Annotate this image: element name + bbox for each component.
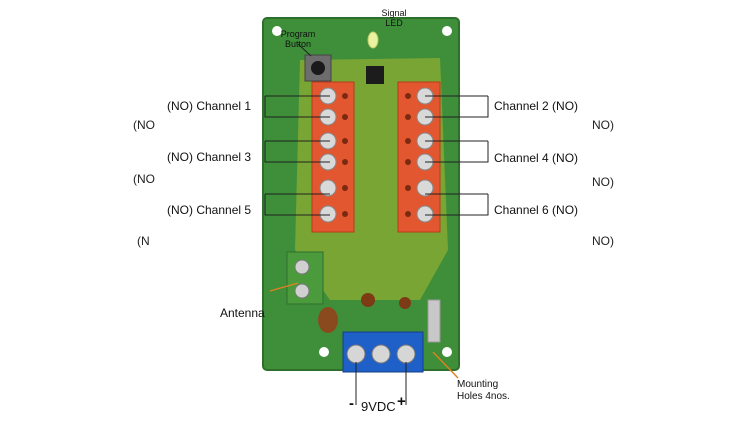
signal-led-icon bbox=[367, 31, 379, 49]
program-label-line-1: Program bbox=[280, 29, 316, 39]
ghost-label-right-2: NO) bbox=[592, 175, 614, 189]
mounting-hole-icon bbox=[442, 26, 452, 36]
inductor-coil-icon bbox=[318, 307, 338, 333]
channel-5-label: (NO) Channel 5 bbox=[167, 203, 252, 217]
signal-led-label: Signal LED bbox=[372, 8, 416, 28]
mounting-label-line-1: Mounting bbox=[457, 379, 499, 390]
channel-6-label: Channel 6 (NO) bbox=[494, 203, 579, 217]
chip-icon bbox=[366, 66, 384, 84]
channel-2-label: Channel 2 (NO) bbox=[494, 99, 579, 113]
mounting-hole-icon bbox=[272, 26, 282, 36]
orange-leader-lines bbox=[269, 282, 459, 379]
antenna-terminal-block bbox=[286, 251, 324, 305]
ghost-label-right-1: NO) bbox=[592, 118, 614, 132]
right-terminal-block bbox=[397, 81, 441, 233]
channel-4-label: Channel 4 (NO) bbox=[494, 151, 579, 165]
channel-3-label: (NO) Channel 3 bbox=[167, 150, 252, 164]
mounting-hole-icon bbox=[319, 347, 329, 357]
mounting-hole-icon bbox=[442, 347, 452, 357]
program-button-label: Program Button bbox=[273, 29, 323, 49]
program-label-line-2: Button bbox=[284, 39, 312, 49]
plus-sign: + bbox=[397, 393, 406, 410]
left-terminal-block bbox=[311, 81, 355, 233]
signal-label-line-1: Signal bbox=[381, 8, 407, 18]
ghost-label-left-2: (NO bbox=[133, 172, 155, 186]
ghost-label-right-3: NO) bbox=[592, 234, 614, 248]
ghost-label-left-3: (N bbox=[137, 234, 150, 248]
antenna-label: Antenna bbox=[220, 306, 265, 320]
ghost-label-left-1: (NO bbox=[133, 118, 155, 132]
channel-1-label: (NO) Channel 1 bbox=[167, 99, 252, 113]
power-terminal-block bbox=[342, 331, 424, 373]
power-label: 9VDC bbox=[361, 399, 396, 414]
signal-label-line-2: LED bbox=[385, 18, 403, 28]
minus-sign: - bbox=[349, 395, 354, 412]
channel-leader-lines bbox=[264, 95, 489, 405]
mounting-label-line-2: Holes 4nos. bbox=[457, 391, 510, 402]
mounting-holes-label: Mounting Holes 4nos. bbox=[457, 379, 510, 403]
